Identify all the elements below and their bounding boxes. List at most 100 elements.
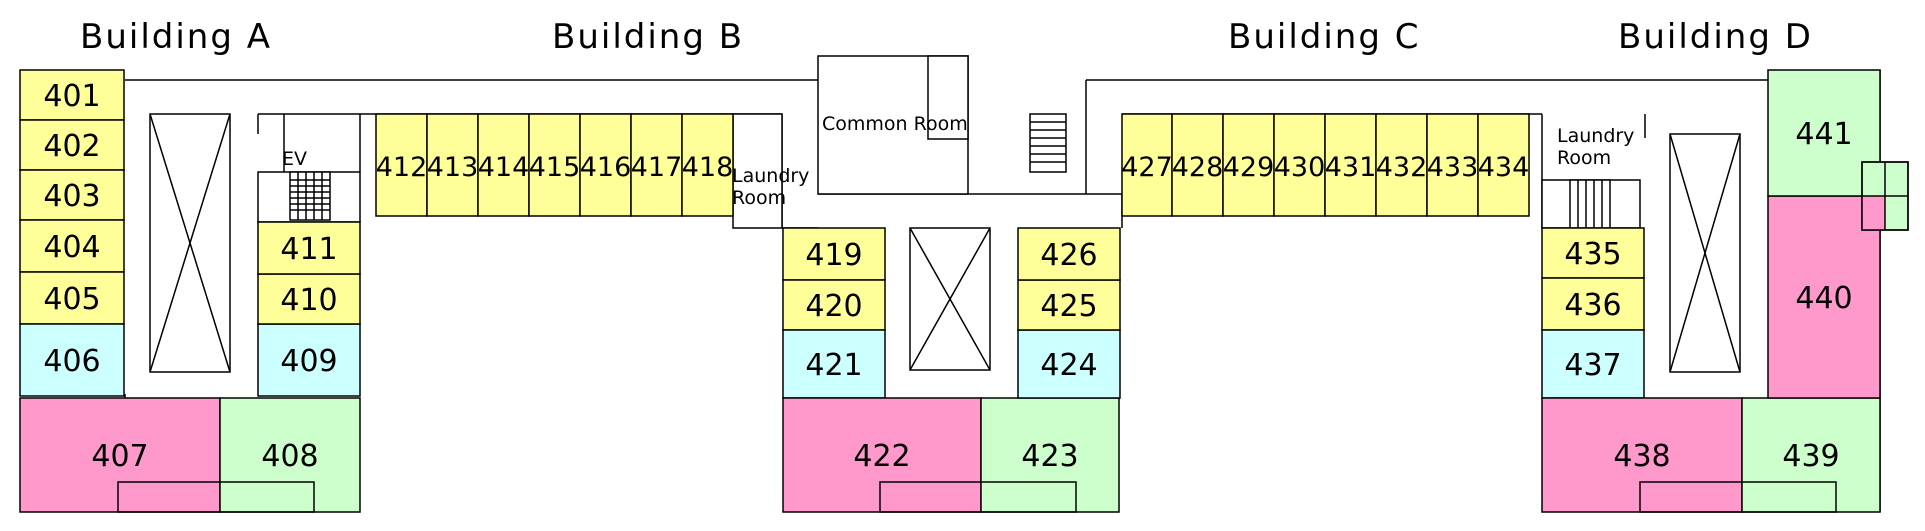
room-label-417: 417	[631, 152, 683, 183]
room-label-440: 440	[1795, 281, 1852, 316]
room-label-418: 418	[682, 152, 734, 183]
room-label-434: 434	[1478, 152, 1530, 183]
room-label-438: 438	[1613, 439, 1670, 474]
room-432	[1375, 113, 1428, 217]
room-407	[19, 397, 221, 513]
laundry-room-b: Laundry Room	[732, 113, 809, 229]
room-438	[1541, 397, 1743, 513]
room-419	[782, 227, 886, 281]
room-428	[1171, 113, 1224, 217]
room-434	[1477, 113, 1530, 217]
room-label-426: 426	[1040, 238, 1097, 273]
room-411	[257, 221, 361, 275]
room-label-419: 419	[805, 238, 862, 273]
room-label-441: 441	[1795, 117, 1852, 152]
room-label-412: 412	[376, 152, 428, 183]
laundry-b-label-1: Laundry	[732, 165, 809, 187]
room-436	[1541, 277, 1645, 331]
room-label-407: 407	[91, 439, 148, 474]
elevator: EV	[282, 114, 307, 172]
atrium-b	[909, 227, 991, 371]
room-label-411: 411	[280, 232, 337, 267]
room-424	[1017, 329, 1121, 399]
room-413	[426, 113, 479, 217]
room-label-432: 432	[1376, 152, 1428, 183]
side-closet	[1861, 161, 1909, 231]
room-label-405: 405	[43, 282, 100, 317]
room-label-427: 427	[1121, 152, 1173, 183]
room-421	[782, 329, 886, 399]
room-437	[1541, 329, 1645, 399]
stairs-d	[1541, 179, 1641, 229]
room-405	[19, 271, 125, 325]
room-412	[375, 113, 428, 217]
room-431	[1324, 113, 1377, 217]
atrium-d	[1669, 133, 1741, 373]
elevator-label: EV	[282, 148, 307, 170]
room-433	[1426, 113, 1479, 217]
room-label-408: 408	[261, 439, 318, 474]
room-label-437: 437	[1564, 348, 1621, 383]
room-422	[782, 397, 982, 513]
room-label-410: 410	[280, 283, 337, 318]
room-label-423: 423	[1021, 439, 1078, 474]
common-room-label: Common Room	[822, 113, 968, 135]
stairs-a	[257, 171, 361, 223]
room-427	[1121, 113, 1173, 217]
room-404	[19, 219, 125, 273]
building-c-title: Building C	[1228, 17, 1420, 57]
room-416	[579, 113, 632, 217]
room-420	[782, 279, 886, 331]
balconies	[117, 481, 1837, 513]
room-label-401: 401	[43, 79, 100, 114]
room-label-433: 433	[1427, 152, 1479, 183]
room-label-413: 413	[427, 152, 479, 183]
room-label-425: 425	[1040, 289, 1097, 324]
laundry-d-label-1: Laundry	[1557, 125, 1634, 147]
room-label-409: 409	[280, 344, 337, 379]
room-label-416: 416	[580, 152, 632, 183]
room-401	[19, 69, 125, 121]
room-430	[1273, 113, 1326, 217]
atrium-a	[149, 113, 231, 373]
room-label-430: 430	[1274, 152, 1326, 183]
laundry-room-d: Laundry Room	[1557, 125, 1634, 169]
stairs-common	[1029, 113, 1067, 173]
room-403	[19, 169, 125, 221]
room-418	[681, 113, 734, 217]
room-414	[477, 113, 530, 217]
room-label-415: 415	[529, 152, 581, 183]
room-425	[1017, 279, 1121, 331]
room-label-406: 406	[43, 344, 100, 379]
room-402	[19, 119, 125, 171]
room-label-428: 428	[1172, 152, 1224, 183]
room-label-422: 422	[853, 439, 910, 474]
room-406	[19, 323, 125, 397]
room-409	[257, 323, 361, 397]
room-label-420: 420	[805, 289, 862, 324]
room-label-403: 403	[43, 179, 100, 214]
room-423	[980, 397, 1120, 513]
room-label-421: 421	[805, 348, 862, 383]
room-417	[630, 113, 683, 217]
room-435	[1541, 227, 1645, 279]
room-415	[528, 113, 581, 217]
building-b-title: Building B	[552, 17, 744, 57]
room-label-404: 404	[43, 230, 100, 265]
room-429	[1222, 113, 1275, 217]
room-label-439: 439	[1782, 439, 1839, 474]
laundry-b-label-2: Room	[732, 187, 786, 209]
room-label-435: 435	[1564, 237, 1621, 272]
room-426	[1017, 227, 1121, 281]
common-room: Common Room	[817, 55, 969, 195]
room-410	[257, 273, 361, 325]
room-label-436: 436	[1564, 288, 1621, 323]
room-label-414: 414	[478, 152, 530, 183]
laundry-d-label-2: Room	[1557, 147, 1611, 169]
building-a-title: Building A	[80, 17, 272, 57]
room-label-431: 431	[1325, 152, 1377, 183]
building-d-title: Building D	[1618, 17, 1813, 57]
room-label-429: 429	[1223, 152, 1275, 183]
